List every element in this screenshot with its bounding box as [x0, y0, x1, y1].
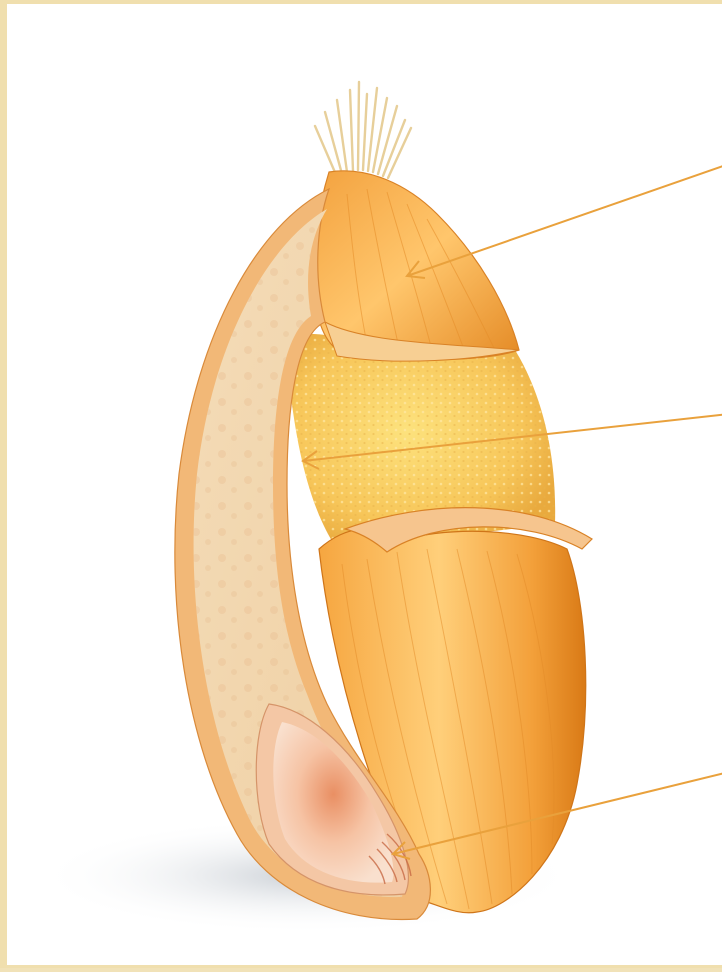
wheat-kernel-diagram [7, 4, 722, 972]
kernel-brush-hairs [315, 82, 411, 178]
leader-line-bran [407, 164, 722, 276]
